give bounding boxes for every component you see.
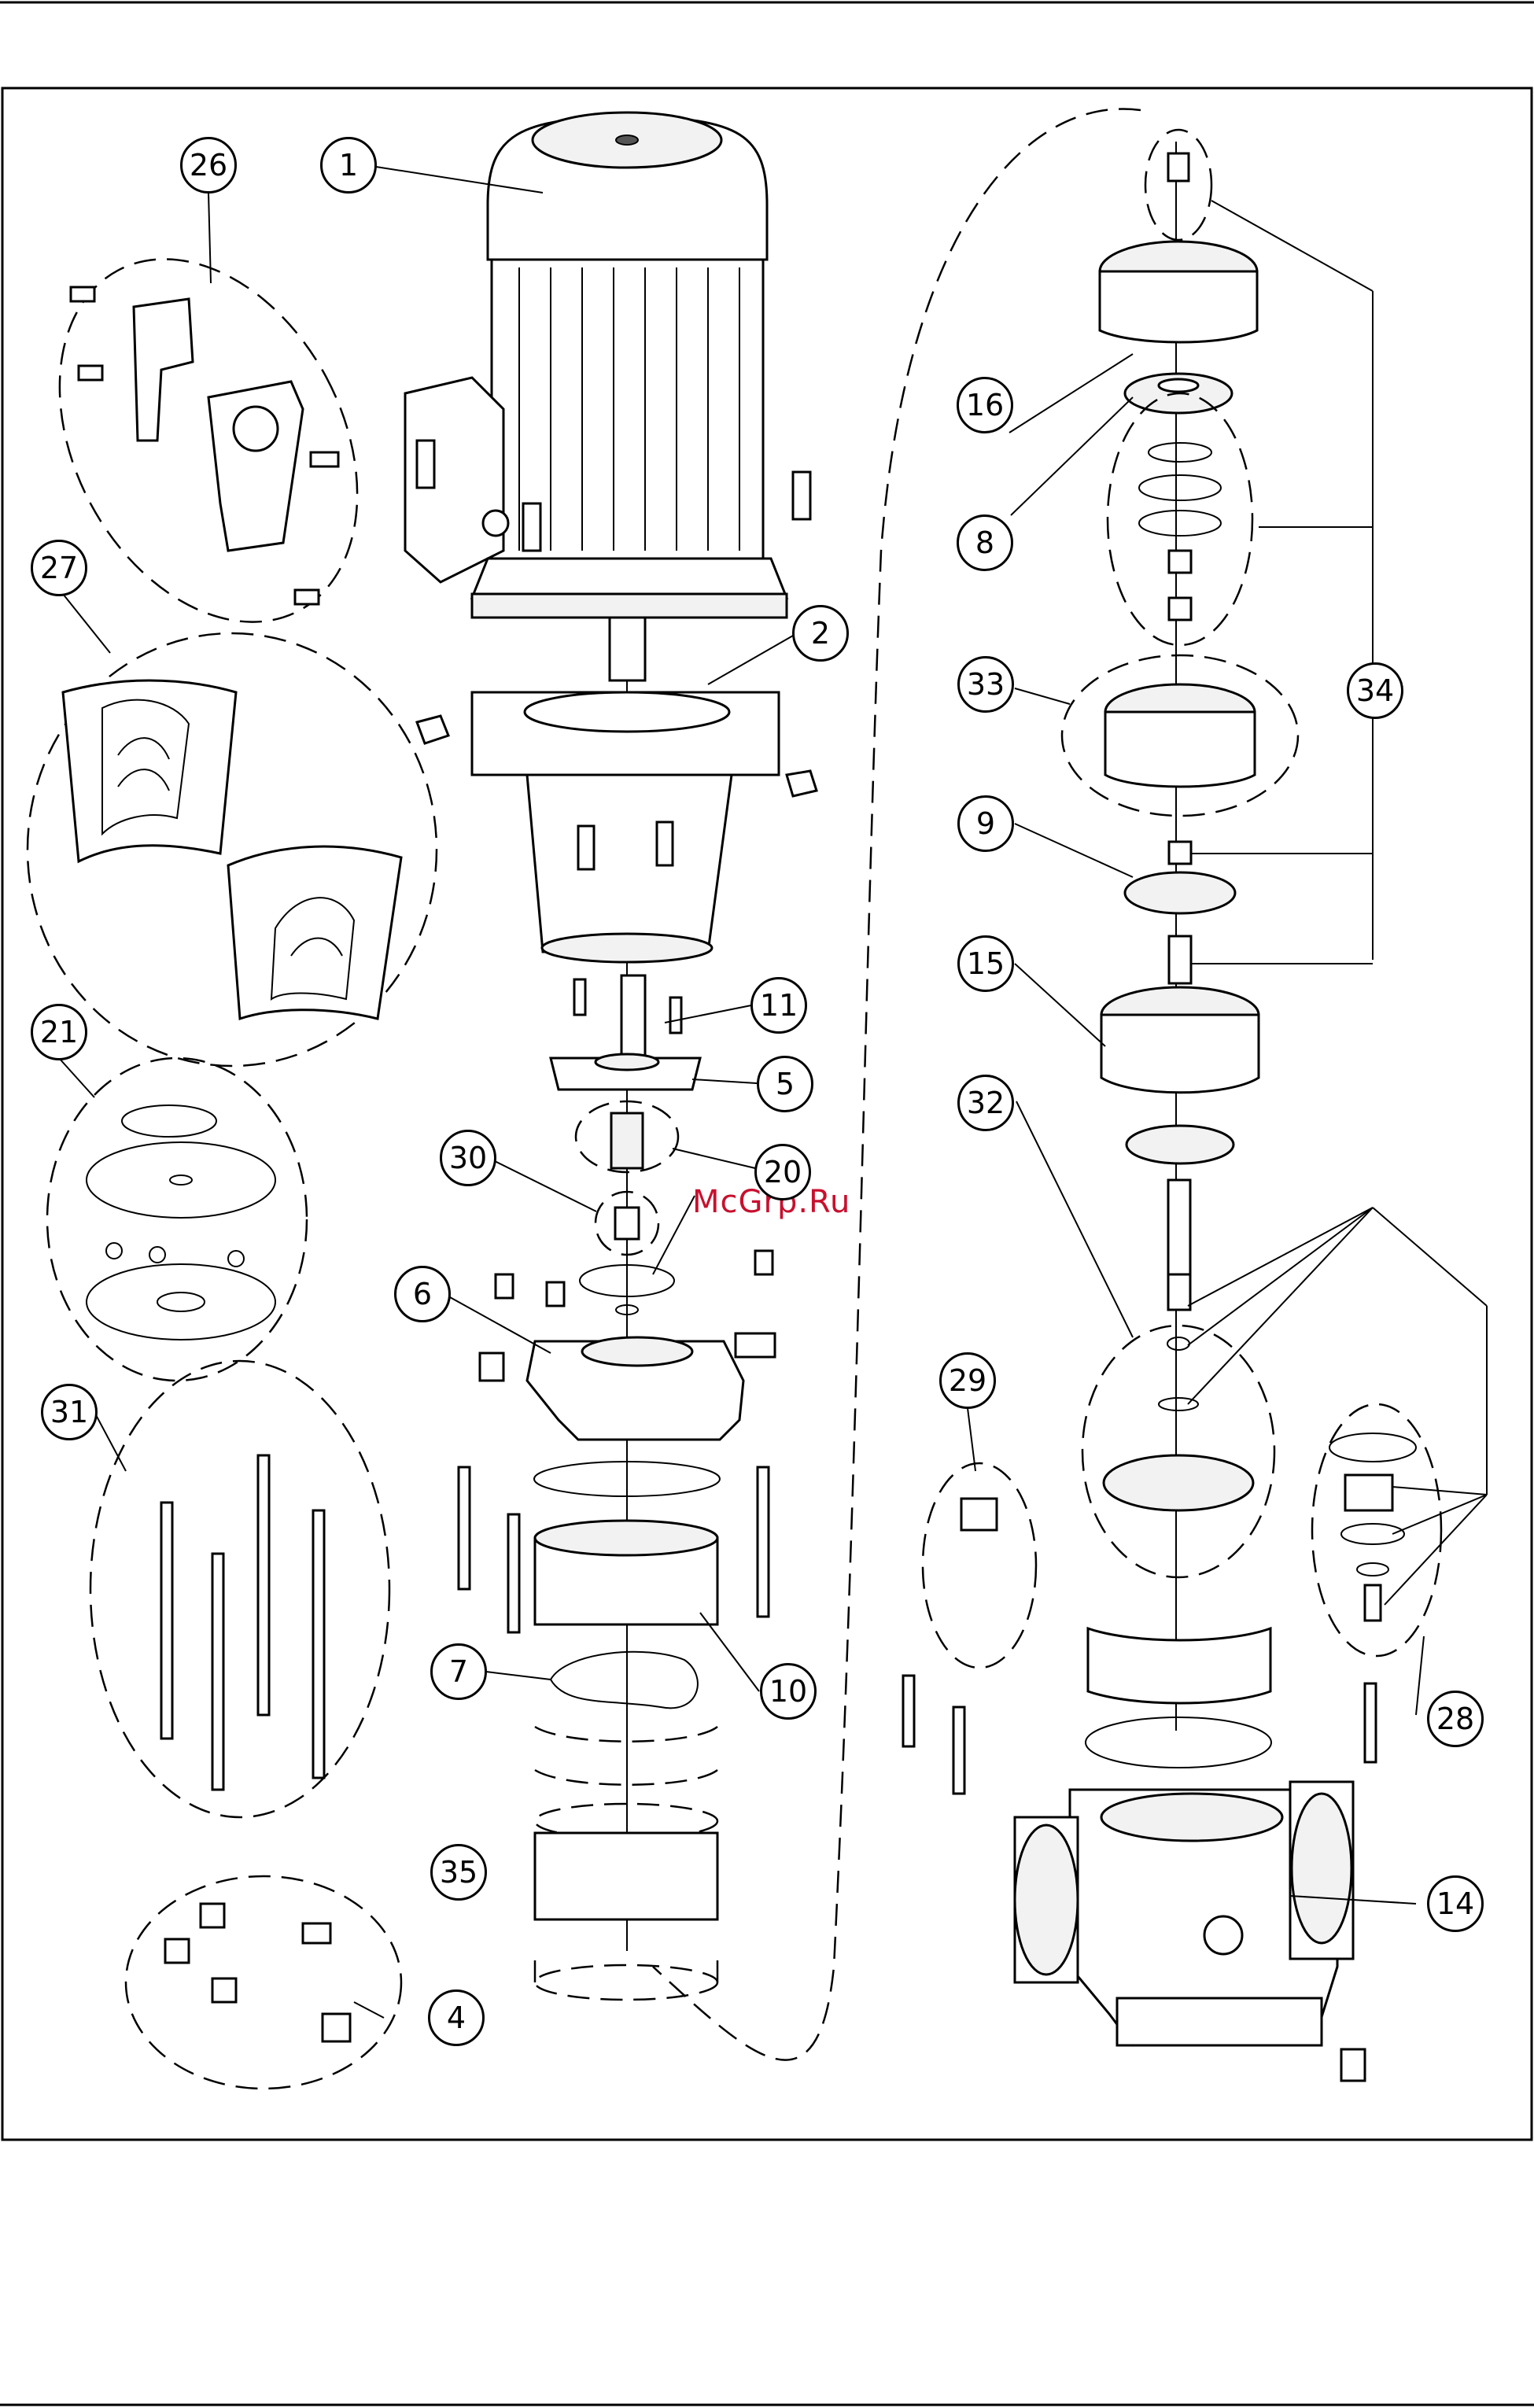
group-29-part	[961, 1499, 997, 1530]
callout-32: 32	[957, 1075, 1014, 1131]
impeller-9	[1125, 842, 1235, 913]
motor	[405, 112, 787, 680]
group-32-outline	[1082, 1326, 1274, 1577]
callout-4: 4	[428, 1989, 485, 2046]
callout-11: 11	[750, 977, 807, 1034]
callout-33: 33	[957, 656, 1014, 713]
callout-10: 10	[760, 1663, 817, 1720]
group-4-outline	[126, 1876, 401, 2089]
callout-35: 35	[430, 1844, 487, 1901]
callout-21: 21	[31, 1004, 87, 1060]
bearing-rings	[1139, 443, 1221, 620]
drain-screw	[1341, 2049, 1365, 2081]
callout-34: 34	[1347, 662, 1403, 719]
group-28-parts	[1329, 1433, 1416, 1621]
callout-2: 2	[792, 605, 849, 662]
callout-30: 30	[440, 1130, 496, 1186]
callout-26: 26	[180, 137, 237, 194]
callout-16: 16	[957, 377, 1013, 433]
callout-31: 31	[41, 1384, 98, 1440]
group-26-outline	[0, 208, 417, 673]
callout-1: 1	[320, 137, 377, 194]
chamber-16	[1100, 242, 1257, 342]
callout-9: 9	[957, 795, 1014, 852]
nut-left	[417, 716, 448, 743]
motor-bolt-left	[417, 441, 434, 488]
group-21-outline	[47, 1058, 307, 1381]
callout-7: 7	[430, 1643, 487, 1700]
chamber-15	[1101, 936, 1259, 1310]
motor-bolt-right	[793, 472, 810, 519]
group-31-outline	[90, 1361, 389, 1817]
chamber-33	[1105, 684, 1255, 787]
group-31-parts	[161, 1455, 324, 1790]
callout-14: 14	[1427, 1875, 1484, 1932]
nut-right	[787, 771, 817, 796]
top-sleeve	[1168, 153, 1189, 181]
group-26-parts	[71, 287, 338, 604]
group-27-parts	[63, 680, 401, 1019]
motor-bolt-mid	[523, 503, 540, 551]
top-sleeve-outline	[1145, 130, 1211, 240]
callout-28: 28	[1427, 1691, 1484, 1747]
lower-sleeve	[1086, 1628, 1271, 1768]
callout-20: 20	[754, 1144, 811, 1200]
callout-27: 27	[31, 540, 87, 596]
gasket	[551, 1652, 698, 1709]
coupling	[551, 975, 700, 1090]
group-21-parts	[87, 1105, 275, 1340]
callout-8: 8	[957, 514, 1013, 571]
callout-5: 5	[757, 1056, 813, 1112]
pump-base	[1015, 1782, 1353, 2045]
group-4-parts	[165, 1904, 350, 2041]
group-32-parts	[1104, 1337, 1253, 1510]
callout-6: 6	[394, 1266, 451, 1322]
group-29-outline	[923, 1463, 1036, 1668]
motor-stool	[472, 692, 779, 962]
callout-15: 15	[957, 935, 1014, 992]
callout-29: 29	[939, 1352, 996, 1409]
